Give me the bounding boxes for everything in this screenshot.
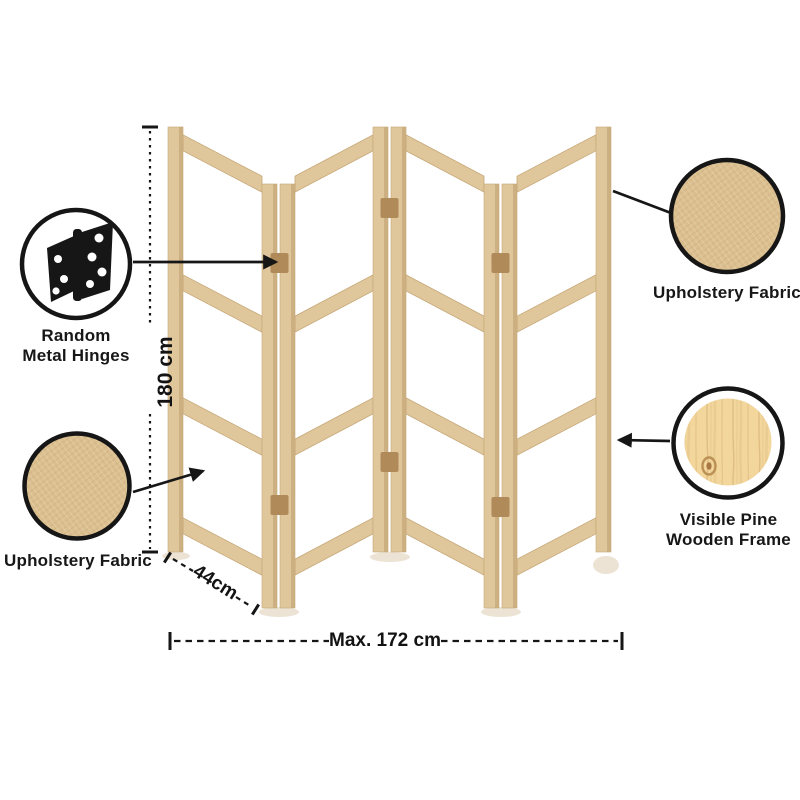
divider-panel-2 <box>279 126 389 609</box>
fabric-right-callout-label: Upholstery Fabric <box>649 283 800 303</box>
pine-arrow <box>616 432 671 448</box>
hinges-label-line2: Metal Hinges <box>22 346 130 365</box>
fold-hinges <box>270 198 510 517</box>
panel-width-dimension-line <box>163 551 260 616</box>
fabric-right-callout-circle <box>668 157 786 275</box>
floor-shadows <box>162 552 619 617</box>
pine-knot <box>701 456 717 476</box>
pine-callout-label: Visible Pine Wooden Frame <box>650 510 800 550</box>
divider-panel-3 <box>390 126 500 609</box>
pine-label-line2: Wooden Frame <box>666 530 791 549</box>
fabric-left-callout-circle <box>22 431 132 541</box>
pine-callout-circle <box>671 386 785 500</box>
hinges-callout-label: Random Metal Hinges <box>6 326 146 366</box>
total-width-dimension-value: Max. 172 cm <box>329 630 441 651</box>
height-dimension-line <box>142 125 158 554</box>
hinges-label-line1: Random <box>41 326 111 345</box>
fabric-left-arrow <box>132 467 206 494</box>
metal-hinge-icon <box>47 222 113 302</box>
height-dimension-value: 180 cm <box>154 336 177 408</box>
total-width-dimension-line <box>168 632 624 650</box>
hinges-callout-circle <box>19 207 133 321</box>
fabric-left-callout-label: Upholstery Fabric <box>0 551 156 571</box>
fabric-right-label-line1: Upholstery Fabric <box>653 283 800 302</box>
divider-panel-4 <box>501 126 612 609</box>
fabric-left-label-line1: Upholstery Fabric <box>4 551 152 570</box>
pine-label-line1: Visible Pine <box>679 510 778 529</box>
divider-panel-1 <box>167 126 278 609</box>
fabric-right-connector <box>612 189 672 215</box>
callout-connectors <box>132 189 672 494</box>
